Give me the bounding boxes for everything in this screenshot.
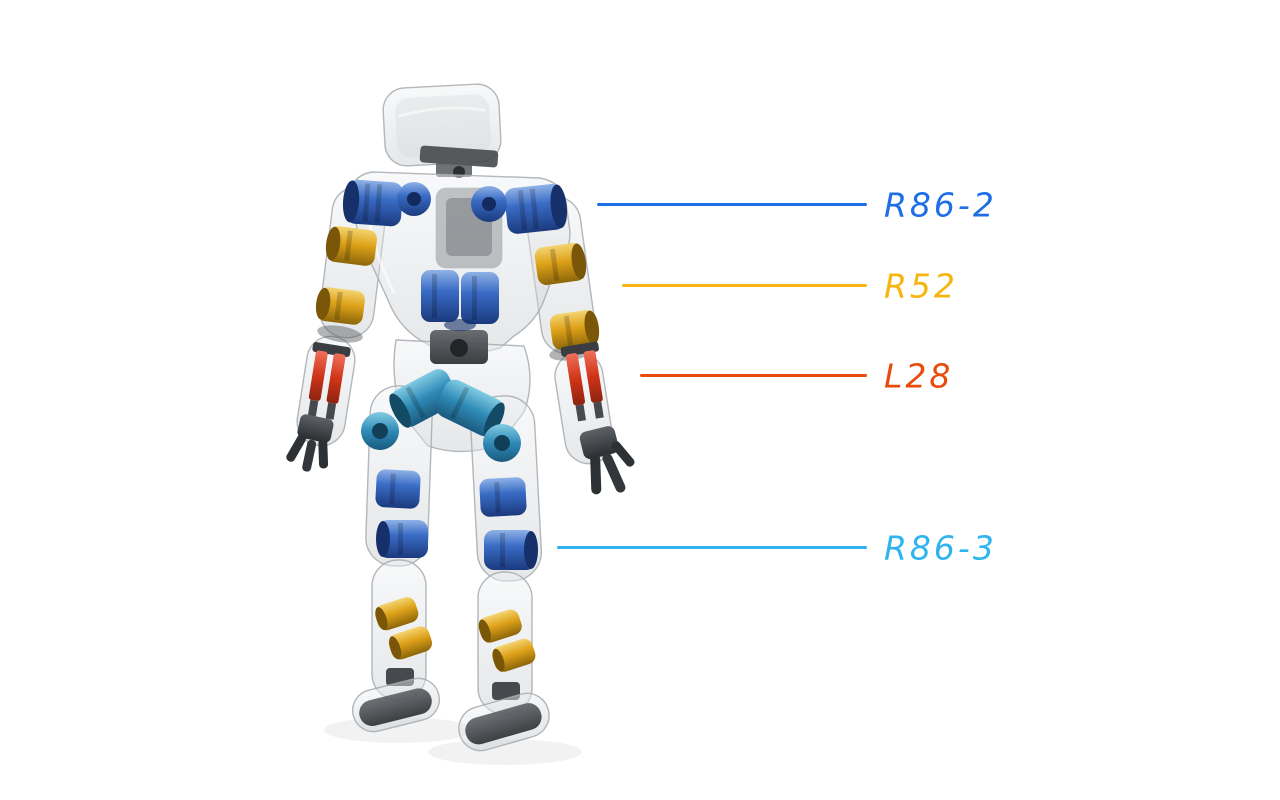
right-upper-arm-actuator <box>534 243 587 285</box>
robot-left-foot <box>351 677 441 733</box>
left-forearm-linear-actuator <box>307 342 351 420</box>
robot-right-foot <box>458 692 550 752</box>
left-shin-actuators <box>375 597 433 660</box>
robot-left-hand <box>286 414 334 472</box>
left-knee-actuator <box>376 520 428 558</box>
left-upper-arm-actuator <box>325 226 377 266</box>
right-forearm-linear-actuator <box>560 341 604 422</box>
callout-label-l28: L28 <box>884 356 954 396</box>
right-elbow-actuator <box>549 310 600 350</box>
callout-line-r52 <box>622 284 867 287</box>
left-elbow-actuator <box>315 287 365 325</box>
right-thigh-actuator <box>479 477 527 517</box>
hip-actuators <box>361 369 521 462</box>
robot-right-hand <box>579 426 635 495</box>
right-shoulder-actuator <box>471 183 568 234</box>
callout-line-r86-3 <box>557 546 867 549</box>
right-shin-actuators <box>478 609 536 672</box>
left-thigh-actuator <box>375 469 421 509</box>
callout-label-r86-2: R86-2 <box>884 185 997 225</box>
right-knee-actuator <box>484 530 538 570</box>
waist-actuators <box>421 270 499 331</box>
callout-label-r86-3: R86-3 <box>884 528 997 568</box>
callout-line-r86-2 <box>597 203 867 206</box>
right-ankle <box>492 682 520 700</box>
callout-line-l28 <box>640 374 867 377</box>
robot-head <box>382 83 502 178</box>
callout-label-r52: R52 <box>884 266 958 306</box>
left-shoulder-actuator <box>342 179 431 227</box>
